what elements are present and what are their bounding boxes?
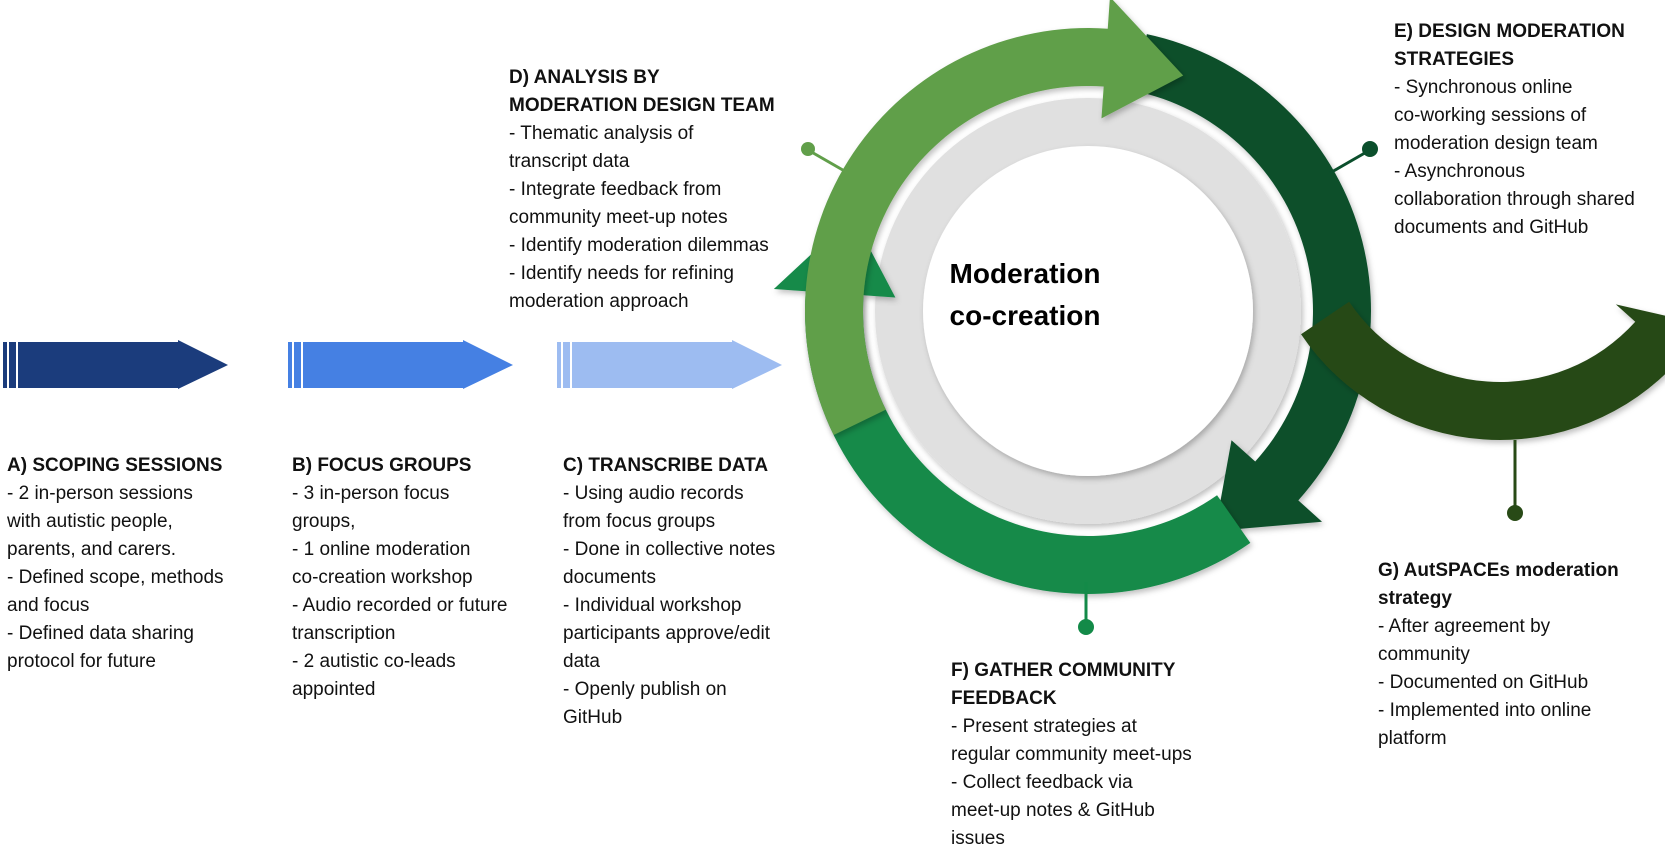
stage-detail-line: - Done in collective notes: [563, 539, 776, 560]
stage-e-design-strategies: E) DESIGN MODERATION STRATEGIES - Synchron…: [1394, 18, 1635, 242]
stage-detail-line: - Audio recorded or future: [292, 595, 508, 616]
pin-g-icon: [1507, 440, 1523, 521]
stage-detail-line: with autistic people,: [7, 511, 173, 532]
stage-title: MODERATION DESIGN TEAM: [509, 95, 775, 116]
cycle-arrow-d-icon: [805, 0, 1184, 436]
stage-title: F) GATHER COMMUNITY: [951, 660, 1176, 681]
stage-detail-line: issues: [951, 828, 1005, 849]
stage-title: D) ANALYSIS BY: [509, 67, 660, 88]
stage-detail-line: transcript data: [509, 151, 630, 172]
stage-detail-line: - 2 in-person sessions: [7, 483, 193, 504]
stage-title: STRATEGIES: [1394, 49, 1514, 70]
stage-d-analysis: D) ANALYSIS BY MODERATION DESIGN TEAM - Th…: [509, 64, 775, 316]
stage-a-scoping-sessions: A) SCOPING SESSIONS - 2 in-person session…: [7, 452, 224, 676]
stage-title: A) SCOPING SESSIONS: [7, 455, 223, 476]
stage-detail-line: and focus: [7, 595, 90, 616]
stage-detail-line: - 2 autistic co-leads: [292, 651, 456, 672]
stage-detail-line: - Asynchronous: [1394, 161, 1525, 182]
stage-detail-line: - Documented on GitHub: [1378, 672, 1589, 693]
stage-detail-line: protocol for future: [7, 651, 156, 672]
stage-detail-line: - Integrate feedback from: [509, 179, 722, 200]
stage-title: E) DESIGN MODERATION: [1394, 21, 1625, 42]
stage-detail-line: groups,: [292, 511, 356, 532]
stage-detail-line: - 1 online moderation: [292, 539, 471, 560]
stage-detail-line: GitHub: [563, 707, 623, 728]
stage-detail-line: moderation approach: [509, 291, 689, 312]
stage-detail-line: - Identify needs for refining: [509, 263, 734, 284]
stage-detail-line: - Individual workshop: [563, 595, 742, 616]
stage-title: G) AutSPACEs moderation: [1378, 560, 1619, 581]
stage-title: strategy: [1378, 588, 1452, 609]
center-title-line2: co-creation: [949, 300, 1101, 331]
stage-detail-line: from focus groups: [563, 511, 716, 532]
center-title: Moderation co-creation: [925, 253, 1125, 337]
stage-detail-line: documents and GitHub: [1394, 217, 1589, 238]
stage-detail-line: co-working sessions of: [1394, 105, 1587, 126]
stage-detail-line: - Thematic analysis of: [509, 123, 694, 144]
arrow-c-icon: [557, 340, 782, 389]
pin-d-icon: [801, 142, 849, 175]
outgoing-arrow-g-icon: [1301, 301, 1665, 440]
stage-b-focus-groups: B) FOCUS GROUPS - 3 in-person focus groups…: [292, 452, 507, 704]
stage-detail-line: documents: [563, 567, 656, 588]
stage-detail-line: - Defined data sharing: [7, 623, 194, 644]
pin-e-icon: [1329, 141, 1378, 175]
stage-detail-line: data: [563, 651, 600, 672]
stage-title: C) TRANSCRIBE DATA: [563, 455, 769, 476]
stage-detail-line: co-creation workshop: [292, 567, 473, 588]
stage-detail-line: - Using audio records: [563, 483, 744, 504]
stage-detail-line: - After agreement by: [1378, 616, 1551, 637]
stage-detail-line: - Defined scope, methods: [7, 567, 224, 588]
stage-detail-line: - Implemented into online: [1378, 700, 1592, 721]
stage-detail-line: - Synchronous online: [1394, 77, 1573, 98]
stage-detail-line: collaboration through shared: [1394, 189, 1635, 210]
arrow-b-icon: [288, 340, 513, 389]
cycle-core: [923, 146, 1253, 476]
stage-detail-line: parents, and carers.: [7, 539, 176, 560]
stage-f-community-feedback: F) GATHER COMMUNITY FEEDBACK - Present str…: [951, 657, 1192, 853]
pin-f-icon: [1078, 582, 1094, 635]
stage-title: B) FOCUS GROUPS: [292, 455, 472, 476]
stage-detail-line: meet-up notes & GitHub: [951, 800, 1155, 821]
stage-detail-line: - Collect feedback via: [951, 772, 1133, 793]
stage-detail-line: appointed: [292, 679, 376, 700]
stage-c-transcribe-data: C) TRANSCRIBE DATA - Using audio records f…: [563, 452, 775, 732]
stage-detail-line: platform: [1378, 728, 1447, 749]
stage-title: FEEDBACK: [951, 688, 1057, 709]
stage-g-autspaces-strategy: G) AutSPACEs moderation strategy - After a…: [1378, 557, 1619, 753]
stage-detail-line: - 3 in-person focus: [292, 483, 450, 504]
stage-detail-line: - Present strategies at: [951, 716, 1137, 737]
stage-detail-line: regular community meet-ups: [951, 744, 1192, 765]
stage-detail-line: community: [1378, 644, 1470, 665]
stage-detail-line: transcription: [292, 623, 396, 644]
stage-detail-line: community meet-up notes: [509, 207, 728, 228]
center-title-line1: Moderation: [949, 258, 1101, 289]
arrow-a-icon: [3, 340, 228, 389]
cycle-arrow-e-icon: [1134, 34, 1371, 531]
stage-detail-line: - Openly publish on: [563, 679, 727, 700]
cycle-arrow-f-icon: [773, 215, 1251, 594]
stage-detail-line: participants approve/edit: [563, 623, 771, 644]
stage-detail-line: moderation design team: [1394, 133, 1598, 154]
stage-detail-line: - Identify moderation dilemmas: [509, 235, 769, 256]
